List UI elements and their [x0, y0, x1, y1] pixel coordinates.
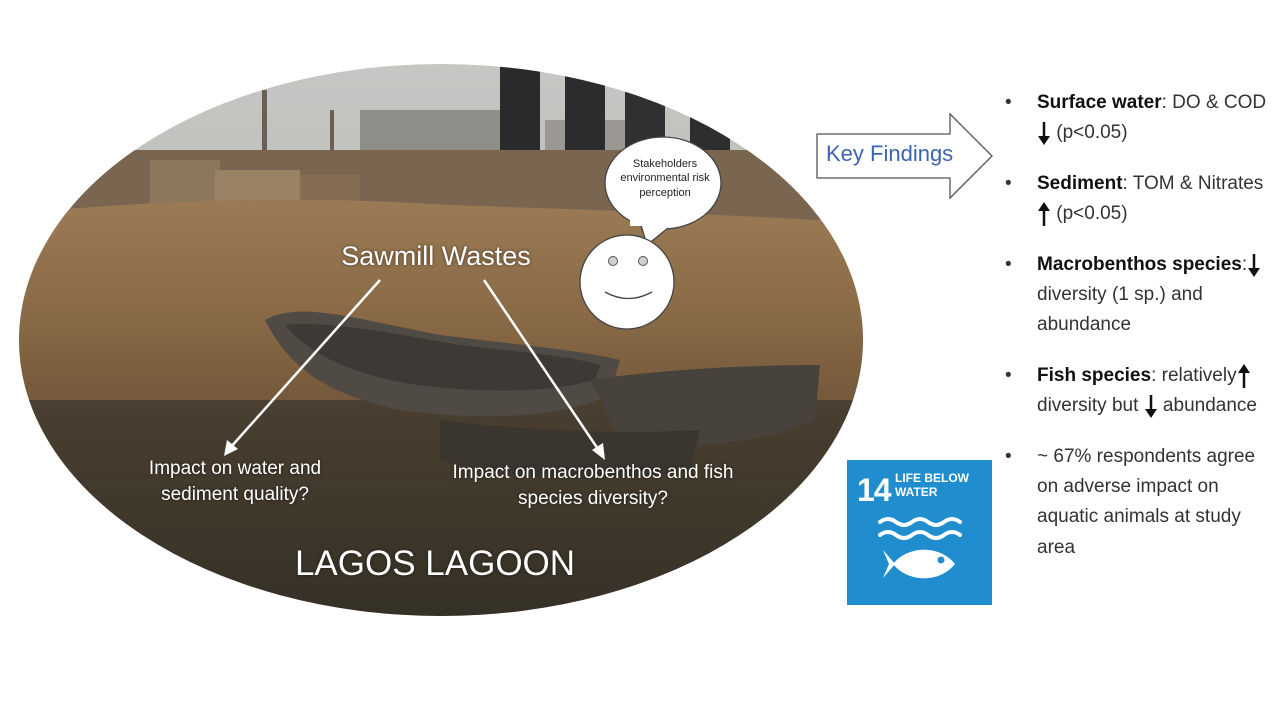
finding-text: ~ 67% respondents agree on adverse impac…	[1037, 445, 1256, 558]
finding-sediment: • Sediment: TOM & Nitrates (p<0.05)	[1003, 169, 1268, 230]
finding-text: : DO & COD	[1161, 92, 1267, 113]
finding-text: : TOM & Nitrates	[1122, 172, 1264, 194]
sawmill-wastes-label: Sawmill Wastes	[341, 241, 531, 271]
finding-text: : relatively	[1151, 364, 1237, 386]
finding-surface-water: • Surface water: DO & COD (p<0.05)	[1003, 88, 1268, 149]
finding-text: (p<0.05)	[1051, 203, 1128, 225]
bullet-icon: •	[1005, 445, 1012, 467]
sdg-title: LIFE BELOW WATER	[895, 471, 969, 499]
sdg-14-badge: 14 LIFE BELOW WATER	[847, 460, 992, 605]
speech-bubble-text: Stakeholders environmental risk percepti…	[620, 158, 710, 199]
finding-text: :	[1241, 253, 1248, 275]
bullet-icon: •	[1005, 253, 1012, 275]
finding-respondents: • ~ 67% respondents agree on adverse imp…	[1003, 442, 1268, 564]
arrow-up-icon	[1237, 363, 1250, 388]
key-findings-list: • Surface water: DO & COD (p<0.05) • Sed…	[1003, 88, 1268, 583]
impact-water-sediment-label: Impact on water and sediment quality?	[148, 458, 322, 505]
key-findings-label: Key Findings	[826, 141, 954, 166]
finding-heading: Fish species	[1037, 364, 1152, 386]
arrow-down-icon	[1144, 395, 1157, 419]
lagos-lagoon-label: LAGOS LAGOON	[294, 544, 576, 583]
finding-fish-species: • Fish species: relatively diversity but…	[1003, 361, 1268, 422]
finding-heading: Macrobenthos species	[1037, 253, 1242, 275]
finding-text: abundance	[1157, 395, 1257, 417]
arrow-down-icon	[1248, 253, 1261, 277]
finding-text: diversity but	[1037, 395, 1139, 417]
fish-waves-icon	[878, 517, 962, 579]
bullet-icon: •	[1005, 92, 1012, 113]
sdg-number: 14	[857, 472, 892, 508]
finding-heading: Surface water	[1037, 92, 1162, 113]
arrow-down-icon	[1038, 122, 1050, 146]
bullet-icon: •	[1005, 172, 1012, 194]
finding-heading: Sediment	[1037, 172, 1123, 194]
arrow-up-icon	[1038, 202, 1050, 227]
impact-biodiversity-label: Impact on macrobenthos and fish species …	[452, 462, 734, 509]
bullet-icon: •	[1005, 364, 1012, 386]
finding-text: (p<0.05)	[1051, 122, 1128, 144]
finding-macrobenthos: • Macrobenthos species: diversity (1 sp.)…	[1003, 250, 1268, 341]
finding-text: diversity (1 sp.) and abundance	[1037, 283, 1203, 336]
